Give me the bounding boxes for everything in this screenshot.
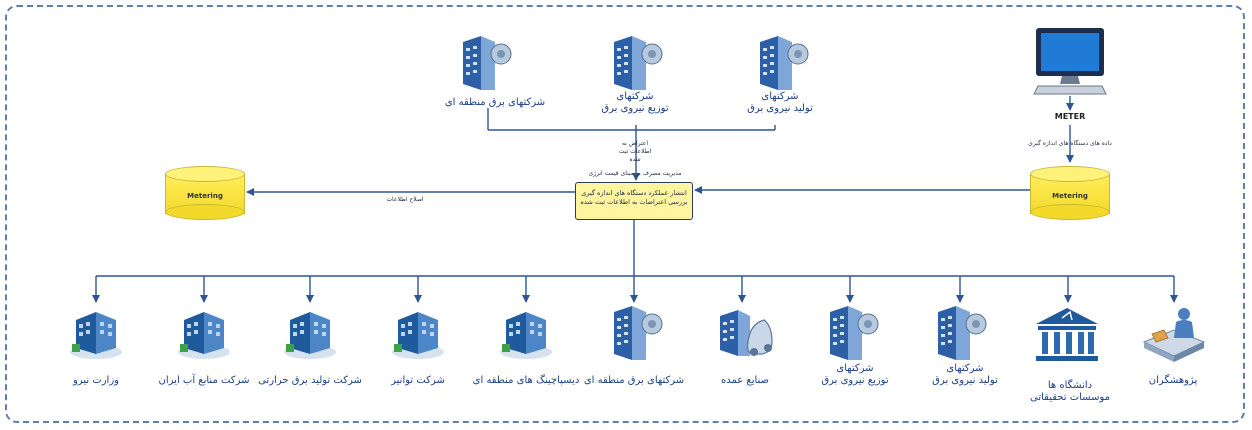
center-box-line2: بررسی اعتراضات به اطلاعات ثبت شده (580, 198, 688, 206)
server-building-icon (938, 306, 987, 360)
office-building-icon (500, 312, 552, 359)
node-distribution-companies (606, 32, 676, 102)
label-generation2: شرکتهای تولید نیروی برق (932, 363, 998, 386)
office-building-icon (284, 312, 336, 359)
office-building-icon (70, 312, 122, 359)
node-generation-companies (752, 32, 822, 102)
feedback-text: مدیریت مصرف بر مبنای قیمت انرژی (588, 170, 682, 177)
label-distribution-companies: شرکتهای توزیع نیروی برق (601, 91, 669, 114)
label-tavanir: شرکت توانیر (391, 375, 445, 386)
label-ministry: وزارت نیرو (72, 375, 119, 386)
label-distribution2: شرکتهای توزیع نیروی برق (821, 363, 889, 386)
label-thermal: شرکت تولید برق حرارتی (258, 375, 362, 386)
label-water: شرکت منابع آب ایران (158, 375, 250, 386)
server-building-icon (614, 306, 663, 360)
label-regional-companies: شرکتهای برق منطقه ای (444, 97, 546, 108)
label-regional2: شرکتهای برق منطقه ای (583, 375, 685, 386)
label-generation-companies: شرکتهای تولید نیروی برق (747, 91, 813, 114)
diagram-frame (5, 5, 1245, 423)
database-left-label: Metering (187, 192, 223, 200)
node-regional-companies (455, 32, 525, 102)
label-dispatch: دیسپاچینگ های منطقه ای (472, 375, 580, 386)
researcher-desk-icon (1142, 308, 1206, 362)
server-building-icon (463, 36, 512, 90)
monitor-icon (1033, 28, 1107, 95)
office-building-icon (178, 312, 230, 359)
correction-text: اصلاح اطلاعات (386, 196, 424, 203)
university-building-icon (1036, 308, 1098, 361)
label-industries: صنایع عمده (720, 375, 770, 386)
server-building-icon (614, 36, 663, 90)
center-box-line1: انتشار عملکرد دستگاه های اندازه گیری (581, 189, 687, 197)
meter-caption: داده های دستگاه های اندازه گیری (1028, 140, 1112, 147)
label-researchers: پژوهشگران (1148, 375, 1198, 386)
center-process-box: انتشار عملکرد دستگاه های اندازه گیری برر… (575, 182, 693, 220)
database-left: Metering (165, 166, 245, 220)
objection-text: اعتراض به اطلاعات ثبت شده (618, 140, 652, 163)
server-building-icon (830, 306, 879, 360)
meter-label: METER (1054, 112, 1086, 121)
database-right-label: Metering (1052, 192, 1088, 200)
car-factory-icon (720, 310, 773, 356)
database-right: Metering (1030, 166, 1110, 220)
office-building-icon (392, 312, 444, 359)
label-universities: دانشگاه ها موسسات تحقیقاتی (1030, 380, 1110, 403)
server-building-icon (760, 36, 809, 90)
